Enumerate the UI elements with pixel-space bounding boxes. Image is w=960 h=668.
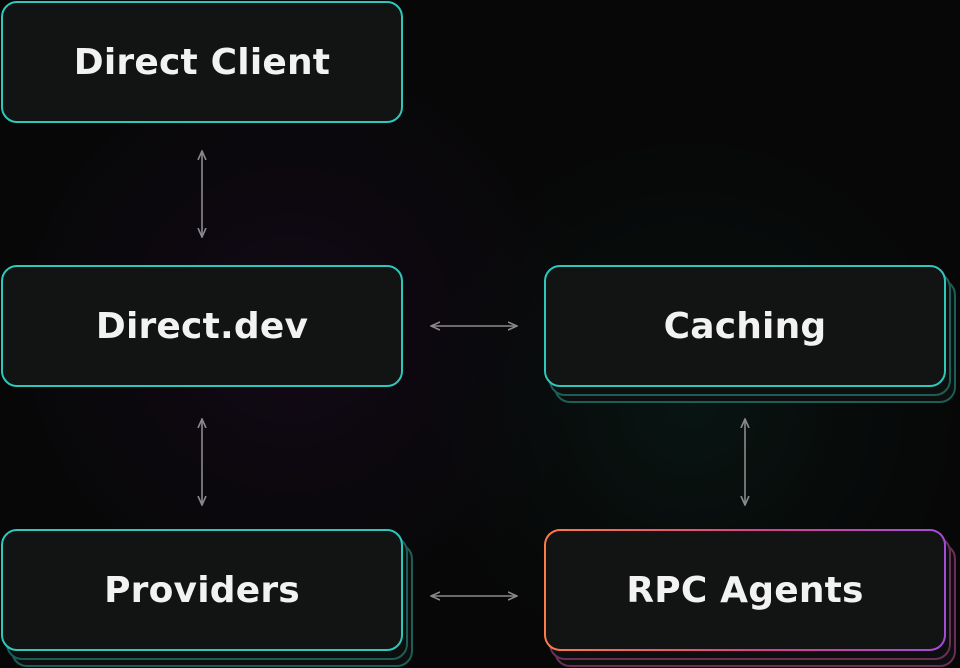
node-direct-client-wrap: Direct Client xyxy=(1,1,403,123)
node-label: RPC Agents xyxy=(626,569,864,611)
node-providers: Providers xyxy=(1,529,403,651)
node-label: Direct Client xyxy=(73,41,331,83)
node-inner: RPC Agents xyxy=(546,531,944,649)
node-caching-wrap: Caching xyxy=(544,265,956,405)
node-label: Direct.dev xyxy=(95,305,309,347)
node-rpc-agents-wrap: RPC Agents xyxy=(544,529,956,667)
node-direct-client: Direct Client xyxy=(1,1,403,123)
node-rpc-agents: RPC Agents xyxy=(544,529,946,651)
node-providers-wrap: Providers xyxy=(1,529,413,667)
node-direct-dev-wrap: Direct.dev xyxy=(1,265,403,387)
node-direct-dev: Direct.dev xyxy=(1,265,403,387)
node-caching: Caching xyxy=(544,265,946,387)
node-label: Caching xyxy=(663,305,827,347)
node-label: Providers xyxy=(104,569,300,611)
